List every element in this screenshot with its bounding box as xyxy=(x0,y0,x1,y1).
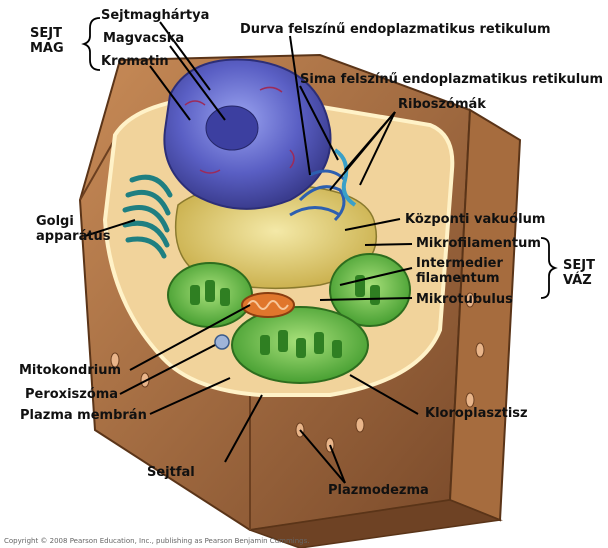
label-nucleolus: Magvacska xyxy=(103,31,184,46)
label-chloroplast: Kloroplasztisz xyxy=(425,406,528,421)
label-microtubule: Mikrotubulus xyxy=(416,292,513,307)
label-golgi: Golgi apparátus xyxy=(36,214,111,244)
label-smooth-er: Sima felszínű endoplazmatikus retikulum xyxy=(300,72,603,87)
label-cell-wall: Sejtfal xyxy=(147,465,195,480)
label-intermediate-filament: Intermedier filamentum xyxy=(416,256,503,286)
label-microfilament: Mikrofilamentum xyxy=(416,236,541,251)
label-plasmodesma: Plazmodezma xyxy=(328,483,429,498)
label-ribosomes: Riboszómák xyxy=(398,97,486,112)
nucleolus xyxy=(206,106,258,150)
label-cytoskeleton-group: SEJT VÁZ xyxy=(563,258,595,288)
label-chromatin: Kromatin xyxy=(101,54,169,69)
label-rough-er: Durva felszínű endoplazmatikus retikulum xyxy=(240,22,551,37)
label-plasma-membrane: Plazma membrán xyxy=(20,408,147,423)
copyright-notice: Copyright © 2008 Pearson Education, Inc.… xyxy=(4,537,309,545)
label-central-vacuole: Központi vakuólum xyxy=(405,212,545,227)
label-nuclear-envelope: Sejtmaghártya xyxy=(101,8,209,23)
label-nucleus-group: SEJT MAG xyxy=(30,26,64,56)
peroxisome xyxy=(215,335,229,349)
label-peroxisome: Peroxiszóma xyxy=(25,387,118,402)
label-mitochondrion: Mitokondrium xyxy=(19,363,121,378)
